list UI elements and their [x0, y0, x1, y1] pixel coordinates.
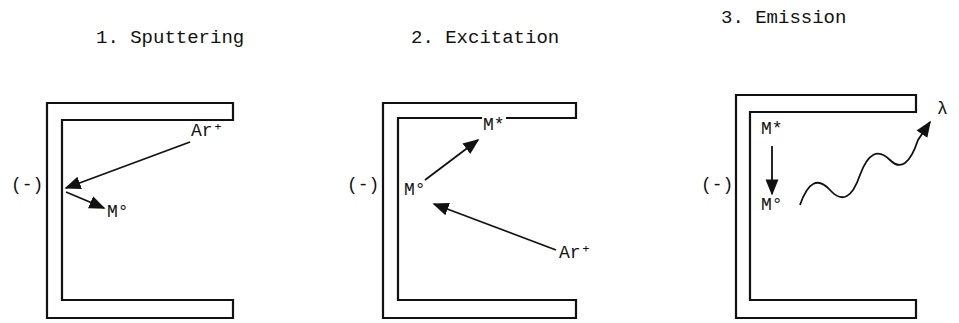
hollow-cathode [383, 103, 576, 318]
metal-atom: M° [760, 196, 784, 216]
decay-path [771, 146, 773, 194]
argon-ion: Ar⁺ [190, 122, 224, 142]
metal-atom: M° [403, 181, 427, 201]
cathode-polarity: (-) [346, 176, 380, 196]
excitation-path [425, 140, 478, 180]
hollow-cathode [47, 103, 233, 318]
photon-wave [800, 122, 930, 205]
excited-atom: M* [760, 120, 784, 140]
atom-path [66, 192, 104, 208]
hollow-cathode [736, 95, 916, 318]
step-heading: 3. Emission [720, 8, 847, 29]
wavelength-symbol: λ [936, 100, 949, 120]
cathode-polarity: (-) [10, 176, 44, 196]
step-heading: 2. Excitation [410, 28, 560, 49]
ion-path [434, 204, 556, 250]
excited-atom: M* [482, 116, 506, 136]
cathode-polarity: (-) [700, 176, 734, 196]
argon-ion: Ar⁺ [558, 244, 592, 264]
metal-atom: M° [106, 203, 130, 223]
step-heading: 1. Sputtering [95, 28, 245, 49]
ion-path [66, 142, 190, 188]
